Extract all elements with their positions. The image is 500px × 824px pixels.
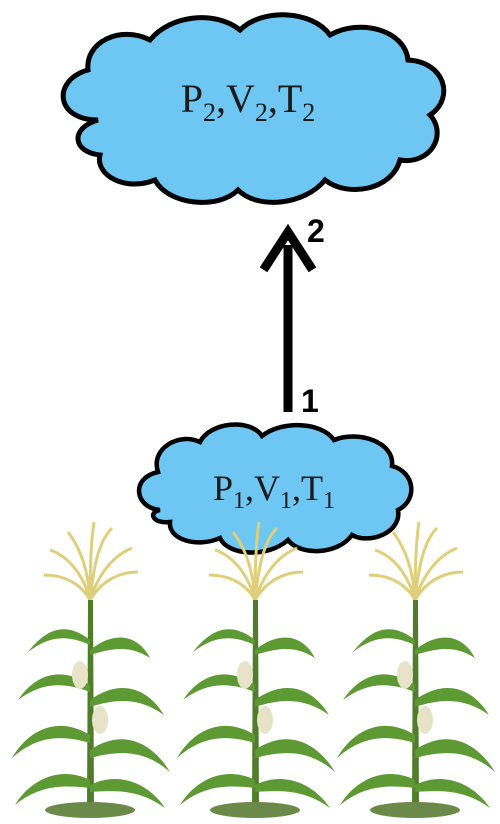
arrow-head (259, 223, 317, 273)
corn-field (10, 520, 497, 820)
corn-plant-icon (335, 520, 497, 820)
upper-cloud-label: P2,V2,T2 (181, 76, 316, 127)
lower-cloud-shape (136, 422, 414, 555)
arrow-end-label: 2 (307, 213, 325, 249)
arrow-start-label: 1 (301, 383, 319, 419)
upper-cloud: P2,V2,T2 (60, 12, 447, 205)
corn-plant-icon (175, 520, 337, 820)
lower-cloud-label: P1,V1,T1 (213, 468, 335, 514)
corn-plant-icon (10, 520, 172, 820)
lower-cloud: P1,V1,T1 (136, 422, 414, 555)
upper-cloud-shape (60, 12, 447, 205)
ascent-arrow: 2 1 (259, 213, 325, 419)
